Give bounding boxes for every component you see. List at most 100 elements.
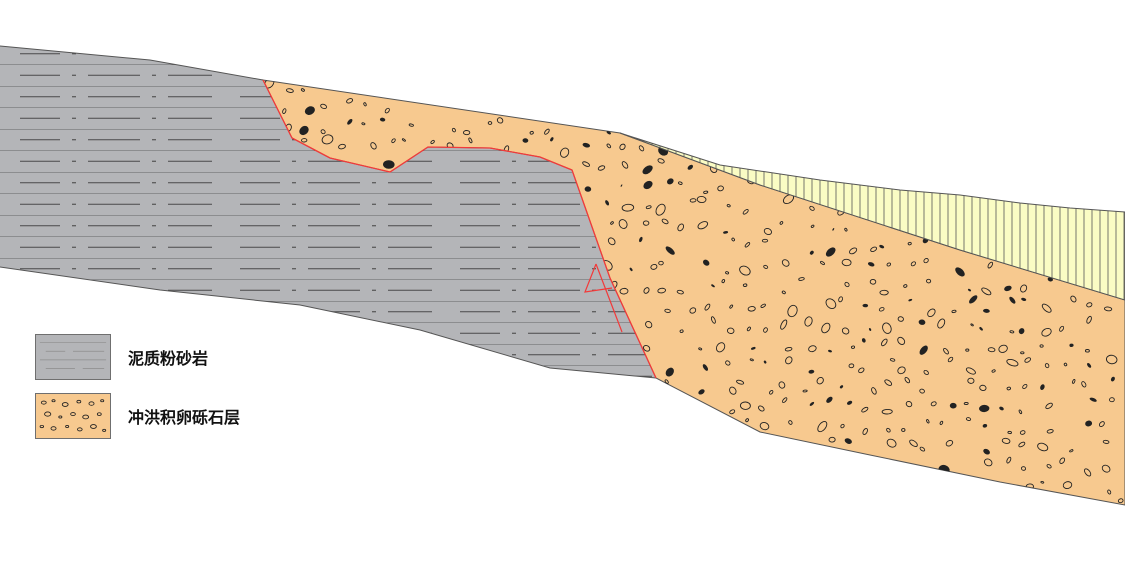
gravel-pebble xyxy=(1081,381,1087,388)
gravel-pebble xyxy=(821,322,831,334)
gravel-pebble xyxy=(642,220,650,226)
gravel-pebble xyxy=(736,379,745,385)
gravel-pebble xyxy=(698,389,705,395)
gravel-pebble xyxy=(1024,357,1032,363)
gravel-pebble xyxy=(798,277,805,281)
gravel-pebble xyxy=(1105,354,1118,365)
gravel-pebble xyxy=(1040,384,1045,390)
gravel-pebble xyxy=(370,142,377,150)
gravel-pebble xyxy=(923,370,929,375)
gravel-pebble xyxy=(401,138,406,142)
gravel-pebble xyxy=(884,379,893,386)
gravel-pebble xyxy=(363,102,367,107)
gravel-pebble xyxy=(1062,481,1073,490)
gravel-pebble xyxy=(361,122,366,126)
gravel-pebble xyxy=(1021,297,1027,302)
gravel-pebble xyxy=(967,377,975,384)
gravel-pebble xyxy=(808,369,815,374)
gravel-pebble xyxy=(947,356,954,363)
gravel-pebble xyxy=(926,278,932,284)
gravel-pebbles xyxy=(264,80,1124,504)
gravel-pebble xyxy=(1037,442,1049,452)
gravel-pebble xyxy=(715,342,726,353)
gravel-pebble xyxy=(825,298,837,310)
gravel-pebble xyxy=(810,224,815,228)
gravel-pebble xyxy=(726,327,735,334)
gravel-pebble xyxy=(817,421,828,433)
gravel-pebble xyxy=(881,408,893,415)
gravel-pebble xyxy=(1039,344,1044,348)
gravel-pebble xyxy=(383,160,395,169)
gravel-pebble xyxy=(909,439,918,447)
gravel-pebble xyxy=(820,260,825,266)
gravel-pebble xyxy=(729,386,737,395)
gravel-pebble xyxy=(1103,306,1113,312)
gravel-pebble xyxy=(867,262,875,267)
gravel-pebble xyxy=(886,262,892,267)
gravel-pebble xyxy=(597,165,606,171)
gravel-pebble xyxy=(981,287,992,296)
gravel-pebble xyxy=(643,180,653,190)
gravel-pebble xyxy=(760,303,766,308)
gravel-pebble xyxy=(282,108,287,114)
gravel-pebble xyxy=(1020,284,1028,293)
gravel-pebble xyxy=(897,316,904,322)
fault-arrow-icon xyxy=(584,263,623,333)
gravel-pebble xyxy=(983,458,993,467)
gravel-pebble xyxy=(1063,362,1068,367)
gravel-pebble xyxy=(930,401,937,407)
gravel-pebble xyxy=(808,345,817,353)
gravel-pebble xyxy=(965,417,972,422)
gravel-pebble xyxy=(1089,397,1097,402)
gravel-pebble xyxy=(804,316,813,327)
gravel-pebble xyxy=(710,316,716,324)
gravel-pebble xyxy=(886,438,897,448)
gravel-pebble xyxy=(826,396,833,403)
gravel-pebble xyxy=(848,363,855,369)
mudstone-hatch xyxy=(0,46,656,378)
gravel-pebble xyxy=(704,303,711,311)
gravel-pebble xyxy=(725,271,730,275)
gravel-pebble xyxy=(723,231,729,234)
gravel-pebble xyxy=(384,107,390,114)
gravel-pebble xyxy=(689,198,697,203)
gravel-pebble xyxy=(963,402,969,405)
gravel-pebble xyxy=(739,265,751,276)
gravel-pebble xyxy=(809,205,815,211)
gravel-pebble xyxy=(582,161,591,167)
gravel-pebble xyxy=(749,358,754,362)
gravel-pebble xyxy=(739,401,751,410)
gravel-pebble xyxy=(726,204,731,208)
gravel-pebble xyxy=(908,298,913,302)
gravel-pebble xyxy=(858,367,865,374)
gravel-pebble xyxy=(650,263,658,270)
gravel-pebble xyxy=(763,360,767,364)
gravel-pebble xyxy=(999,406,1004,411)
gravel-pebble xyxy=(828,349,832,353)
gravel-pebble xyxy=(1020,351,1025,355)
gravel-pebble xyxy=(780,319,788,330)
legend-item-gravel: 冲洪积卵砾石层 xyxy=(35,392,240,440)
gravel-pebble xyxy=(1044,363,1050,369)
gravel-pebble xyxy=(1006,386,1012,391)
gravel-pebble xyxy=(610,221,614,225)
gravel-pebble xyxy=(522,138,529,143)
gravel-pebble xyxy=(761,238,769,243)
gravel-pebble xyxy=(939,420,944,426)
gravel-pebble xyxy=(605,200,610,206)
gravel-pebble xyxy=(744,242,751,248)
gravel-pebble xyxy=(758,405,765,412)
gravel-pebble xyxy=(886,427,891,433)
gravel-pebble xyxy=(619,287,629,295)
gravel-pebble xyxy=(1084,349,1090,353)
gravel-pebble xyxy=(1009,330,1015,334)
gravel-pebble xyxy=(802,389,808,393)
gravel-pebble xyxy=(787,304,798,318)
gravel-pebble xyxy=(496,117,504,124)
gravel-pebble xyxy=(301,138,308,143)
gravel-pebble xyxy=(1041,303,1052,313)
gravel-pebble xyxy=(721,279,726,284)
gravel-pebble xyxy=(658,260,664,266)
gravel-pebble xyxy=(969,295,978,304)
